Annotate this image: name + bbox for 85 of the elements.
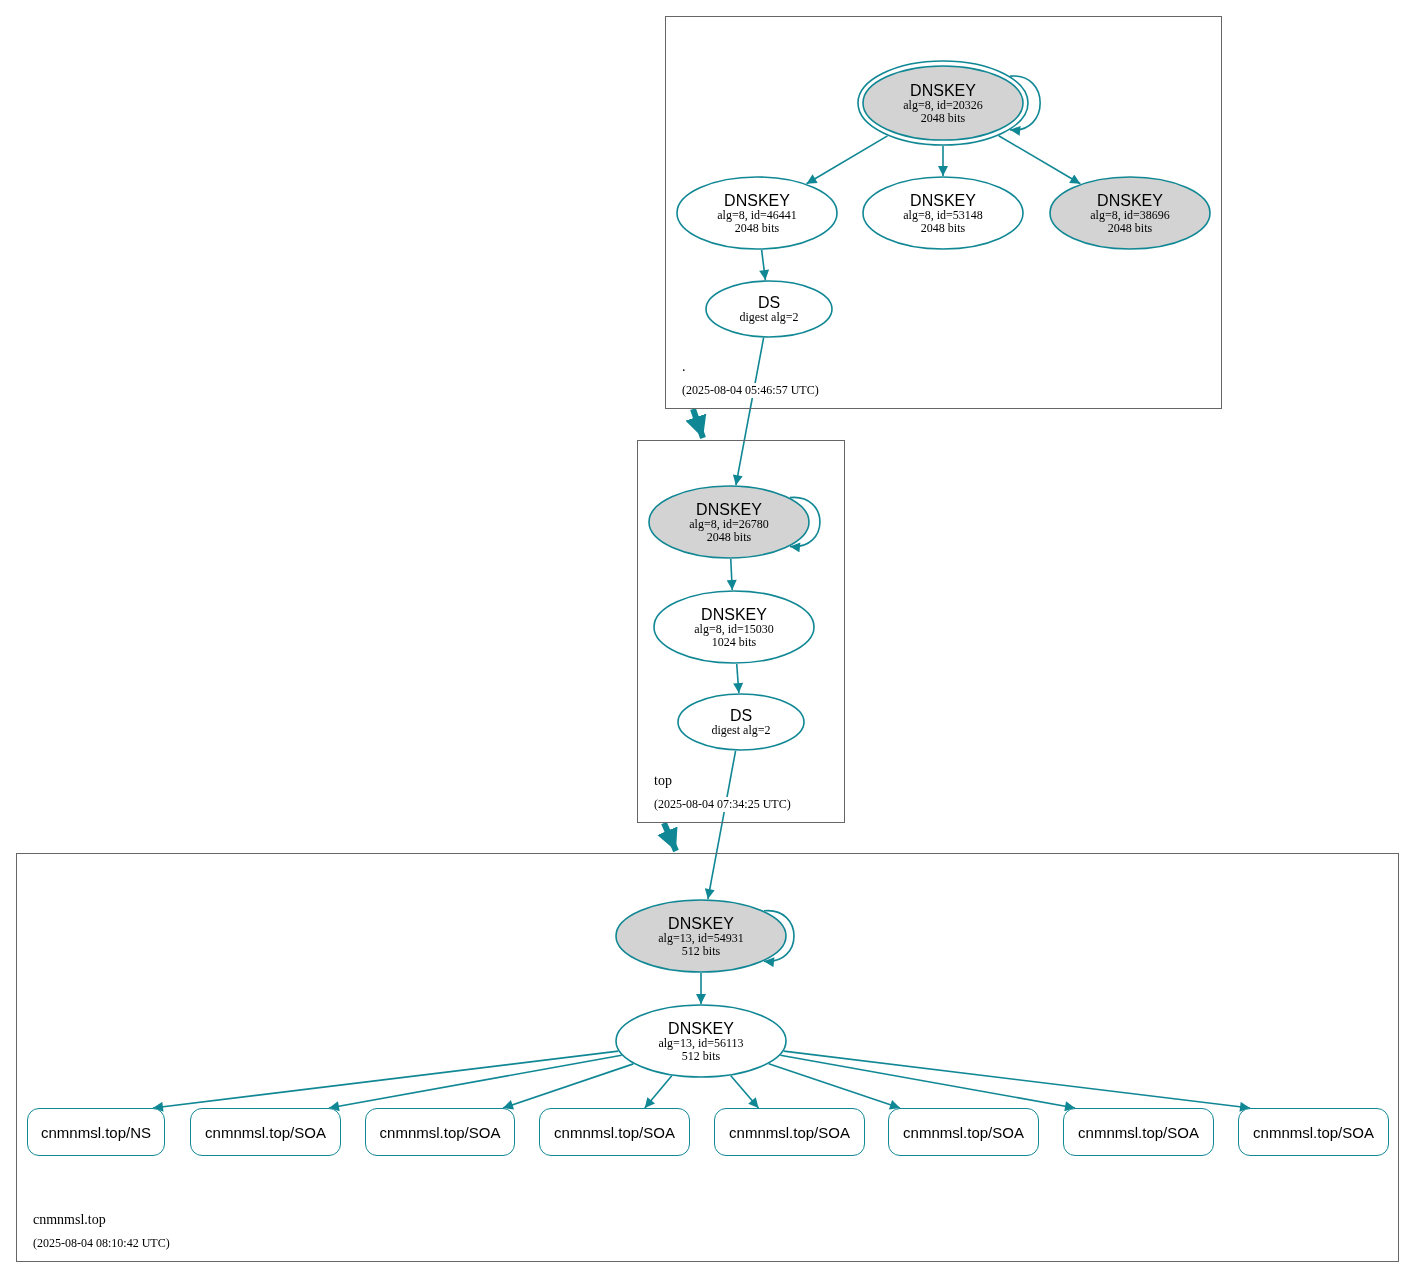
arrow: [938, 145, 948, 177]
record-type-label: DS: [757, 294, 781, 311]
record-type-label: DNSKEY: [724, 191, 790, 209]
dnskey-ellipse: [676, 176, 838, 250]
key-details: 2048 bits: [920, 221, 966, 235]
arrow: [779, 1054, 1076, 1112]
arrow: [782, 1050, 1251, 1112]
self-loop-arrow: [763, 910, 795, 966]
zone-cluster: [665, 16, 1222, 409]
record-type-label: DS: [729, 707, 753, 724]
record-type-label: DNSKEY: [701, 605, 767, 623]
key-details: alg=8, id=38696: [1090, 208, 1170, 222]
zone-cluster: [637, 440, 845, 823]
key-details: 512 bits: [681, 1049, 721, 1063]
key-details: 2048 bits: [734, 221, 780, 235]
zone-cluster: [16, 853, 1399, 1262]
arrow: [767, 1063, 901, 1110]
rrset-label: cnmnmsl.top/SOA: [1078, 1123, 1199, 1141]
arrow: [732, 337, 765, 486]
arrow: [644, 1075, 673, 1109]
key-details: alg=13, id=56113: [658, 1036, 744, 1050]
rrset-label: cnmnmsl.top/SOA: [729, 1123, 850, 1141]
rrset-box: [190, 1108, 341, 1156]
dnskey-ellipse: [653, 590, 815, 664]
key-details: alg=8, id=53148: [903, 208, 983, 222]
self-loop-arrow: [1009, 75, 1041, 135]
rrset-label: cnmnmsl.top/SOA: [205, 1123, 326, 1141]
arrow: [704, 750, 737, 900]
key-details: 512 bits: [681, 944, 721, 958]
key-details: digest alg=2: [739, 311, 799, 324]
arrow: [733, 663, 744, 694]
key-details: 2048 bits: [1107, 221, 1153, 235]
key-details: alg=8, id=15030: [694, 622, 774, 636]
rrset-box: [888, 1108, 1039, 1156]
rrset-box: [365, 1108, 515, 1156]
key-details: alg=8, id=26780: [689, 517, 769, 531]
rrset-label: cnmnmsl.top/SOA: [554, 1123, 675, 1141]
timestamp: (2025-08-04 05:46:57 UTC): [682, 383, 819, 398]
key-details: alg=13, id=54931: [658, 931, 744, 945]
rrset-box: [1063, 1108, 1214, 1156]
arrow: [759, 249, 770, 281]
arrow: [696, 972, 706, 1005]
rrset-label: cnmnmsl.top/SOA: [903, 1123, 1024, 1141]
rrset-box: [1238, 1108, 1389, 1156]
delegation-arrow: [657, 821, 679, 853]
arrow: [730, 1074, 760, 1109]
dnskey-ellipse: [1049, 176, 1211, 250]
zone-name: cnmnmsl.top: [33, 1212, 106, 1228]
rrset-label: cnmnmsl.top/SOA: [379, 1123, 501, 1141]
rrset-label: cnmnmsl.top/NS: [40, 1123, 151, 1141]
arrow: [726, 558, 737, 591]
record-type-label: DNSKEY: [696, 500, 762, 518]
rrset-box: [539, 1108, 690, 1156]
arrow: [997, 134, 1082, 185]
record-type-label: DNSKEY: [1097, 191, 1163, 209]
arrow: [502, 1063, 635, 1110]
timestamp: (2025-08-04 08:10:42 UTC): [33, 1236, 170, 1251]
record-type-label: DNSKEY: [668, 914, 734, 932]
arrow: [328, 1054, 623, 1112]
self-loop-arrow: [789, 496, 821, 552]
key-details: alg=8, id=46441: [717, 208, 797, 222]
ds-ellipse: [677, 693, 805, 751]
key-details: 2048 bits: [920, 111, 966, 125]
dnskey-ellipse: [857, 60, 1029, 146]
key-details: 1024 bits: [711, 635, 757, 649]
key-details: digest alg=2: [711, 724, 771, 737]
key-details: 2048 bits: [706, 530, 752, 544]
record-type-label: DNSKEY: [910, 191, 976, 209]
dnskey-ellipse: [648, 485, 810, 559]
rrset-label: cnmnmsl.top/SOA: [1253, 1123, 1374, 1141]
key-details: alg=8, id=20326: [903, 98, 983, 112]
zone-name: top: [654, 773, 672, 789]
delegation-arrow: [685, 408, 707, 439]
zone-name: .: [682, 359, 686, 375]
arrow: [805, 135, 889, 185]
dnskey-ellipse: [615, 899, 787, 973]
record-type-label: DNSKEY: [668, 1019, 734, 1037]
rrset-box: [27, 1108, 165, 1156]
record-type-label: DNSKEY: [910, 81, 976, 99]
timestamp: (2025-08-04 07:34:25 UTC): [654, 797, 791, 812]
rrset-box: [714, 1108, 865, 1156]
ds-ellipse: [705, 280, 833, 338]
arrow: [152, 1050, 620, 1112]
dnskey-ellipse: [615, 1004, 787, 1078]
dnskey-ellipse: [862, 176, 1024, 250]
